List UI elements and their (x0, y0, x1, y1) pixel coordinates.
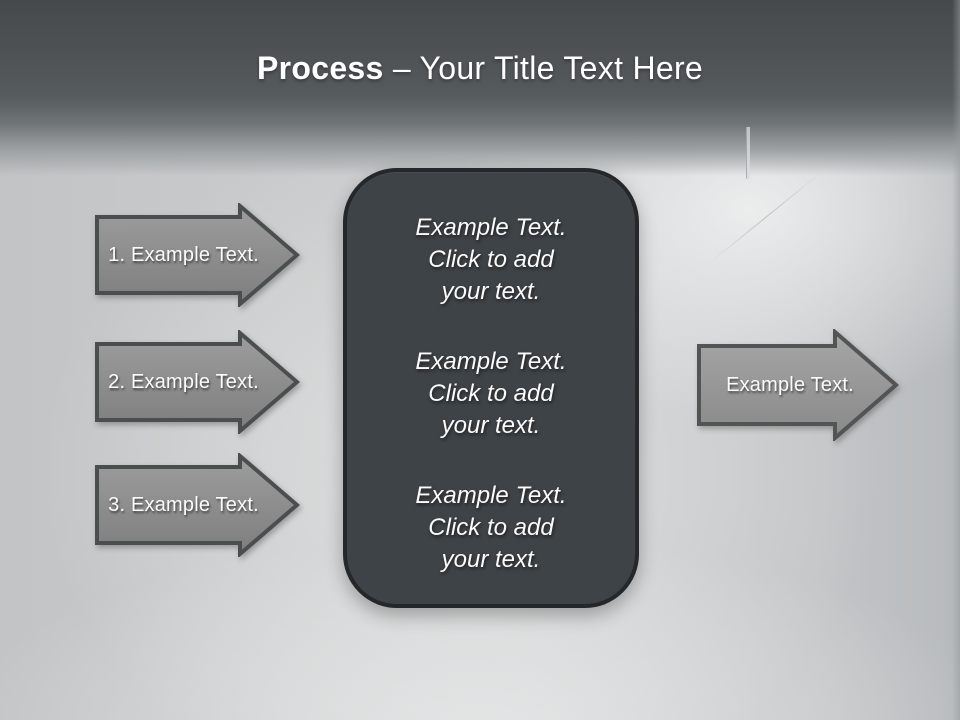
arrow-label: Example Text. (726, 373, 854, 396)
title-rest: – Your Title Text Here (383, 50, 704, 86)
title-emphasis: Process (256, 50, 384, 86)
right-edge-shadow (952, 0, 960, 720)
text-placeholder-1[interactable]: Example Text. Click to add your text. (415, 214, 567, 305)
process-arrow-output[interactable]: Example Text. (697, 329, 899, 441)
arrow-label: 3. Example Text. (108, 493, 259, 516)
arrow-label: 2. Example Text. (108, 370, 259, 393)
title-band (0, 0, 960, 176)
arrow-right-icon (95, 453, 300, 557)
text-placeholder-2[interactable]: Example Text. Click to add your text. (415, 348, 567, 439)
process-arrow-step-2[interactable]: 2. Example Text. (95, 330, 300, 434)
arrow-right-icon (697, 329, 899, 441)
center-text-panel[interactable]: Example Text. Click to add your text. Ex… (343, 168, 639, 608)
process-arrow-step-1[interactable]: 1. Example Text. (95, 203, 300, 307)
arrow-right-icon (95, 203, 300, 307)
hanging-cable-decoration (746, 127, 750, 179)
arrow-right-icon (95, 330, 300, 434)
slide-title[interactable]: Process – Your Title Text Here (0, 50, 960, 87)
text-placeholder-3[interactable]: Example Text. Click to add your text. (415, 482, 567, 573)
arrow-label: 1. Example Text. (108, 243, 259, 266)
process-arrow-step-3[interactable]: 3. Example Text. (95, 453, 300, 557)
